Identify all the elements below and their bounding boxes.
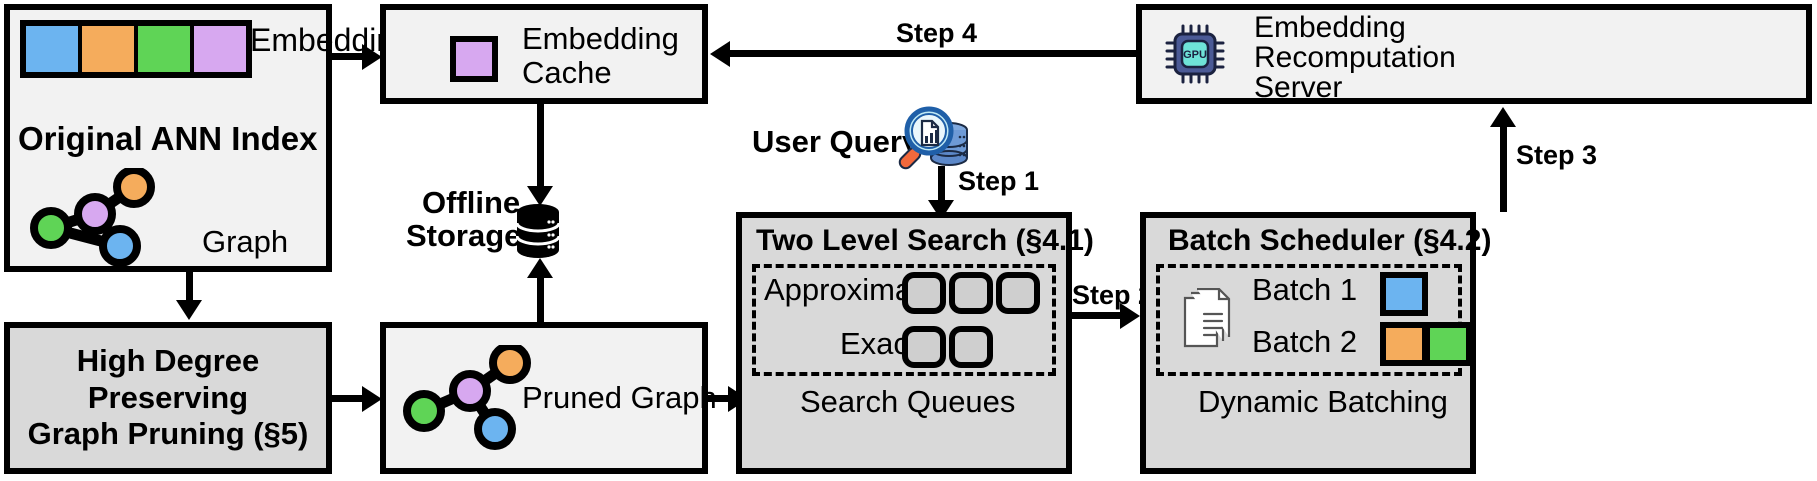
arrow-step2-line (1072, 312, 1130, 319)
recomputation-server-line2: Recomputation (1254, 41, 1456, 74)
queue-chip[interactable] (902, 272, 946, 314)
offline-storage-line1: Offline (422, 185, 521, 220)
arrow-index-to-cache-line (332, 53, 368, 60)
arrow-pruned-to-storage-line (537, 278, 544, 326)
queue-chip[interactable] (949, 272, 993, 314)
gpu-chip-icon: GPU (1165, 24, 1225, 84)
arrow-step1-line (938, 166, 945, 206)
dynamic-batching-dashed-region (1156, 264, 1462, 376)
arrow-index-to-cache-head (362, 44, 382, 70)
original-graph-svg (30, 168, 155, 267)
step2-label: Step 2 (1072, 280, 1154, 310)
queue-chip[interactable] (902, 326, 946, 368)
embedding-strip (20, 20, 252, 78)
arrow-step4-head (710, 41, 730, 67)
database-icon (516, 204, 560, 258)
batch1-color-swatch-blue (1380, 272, 1428, 316)
batch2-color-swatch-green (1424, 322, 1472, 366)
arrow-cache-to-storage-head (527, 186, 553, 206)
batch1-label: Batch 1 (1252, 272, 1358, 307)
embedding-cache-line1: Embedding (522, 21, 679, 56)
step3-label: Step 3 (1516, 140, 1598, 170)
search-queues-footer: Search Queues (800, 384, 1016, 419)
arrow-step4-line (728, 50, 1138, 57)
user-query-label: User Query (752, 124, 920, 159)
documents-stack-icon (1183, 288, 1231, 348)
batch2-label: Batch 2 (1252, 324, 1358, 359)
embedding-cell-blue (26, 26, 82, 72)
graph-pruning-box: High Degree Preserving Graph Pruning (§5… (4, 322, 332, 474)
dynamic-batching-footer: Dynamic Batching (1198, 384, 1448, 419)
arrow-step3-head (1490, 107, 1516, 127)
recomputation-server-line3: Server (1254, 71, 1343, 104)
embedding-cell-green (138, 26, 194, 72)
batch2-color-swatch-orange (1380, 322, 1428, 366)
pruned-graph-label: Pruned Graph (522, 380, 717, 415)
graph-pruning-line1: High Degree Preserving (76, 343, 260, 415)
arrow-pruned-to-search-line (708, 395, 736, 402)
pruned-graph-svg (403, 345, 531, 450)
recomputation-server-line1: Embedding (1254, 11, 1406, 44)
arrow-pruning-to-pruned-line (332, 395, 368, 402)
arrow-step3-line (1500, 126, 1507, 212)
two-level-search-title: Two Level Search (§4.1) (756, 224, 1094, 257)
exact-queue-chips (902, 326, 993, 368)
embedding-cell-orange (82, 26, 138, 72)
step1-label: Step 1 (958, 166, 1040, 196)
queue-chip[interactable] (949, 326, 993, 368)
approximate-queue-chips (902, 272, 1040, 314)
batch-scheduler-title: Batch Scheduler (§4.2) (1168, 224, 1492, 257)
arrow-step2-head (1120, 303, 1140, 329)
embedding-cache-line2: Cache (522, 55, 612, 90)
embedding-cache-box (380, 4, 708, 104)
graph-label: Graph (202, 224, 289, 259)
recomputation-server-box (1136, 4, 1812, 104)
arrow-pruned-to-storage-head (527, 258, 553, 278)
arrow-pruning-to-pruned-head (362, 386, 382, 412)
embedding-cache-chip (450, 36, 498, 82)
arrow-index-to-pruning-line (186, 272, 193, 304)
arrow-cache-to-storage-line (537, 104, 544, 190)
queue-chip[interactable] (996, 272, 1040, 314)
graph-pruning-line2: Graph Pruning (§5) (27, 416, 309, 452)
svg-text:GPU: GPU (1183, 49, 1207, 61)
step4-label: Step 4 (896, 18, 978, 48)
original-ann-index-title: Original ANN Index (18, 120, 318, 157)
search-queues-dashed-region (752, 264, 1056, 376)
arrow-index-to-pruning-head (176, 300, 202, 320)
embedding-cell-purple (194, 26, 246, 72)
offline-storage-line2: Storage (406, 218, 522, 253)
query-search-database-icon (898, 106, 968, 170)
